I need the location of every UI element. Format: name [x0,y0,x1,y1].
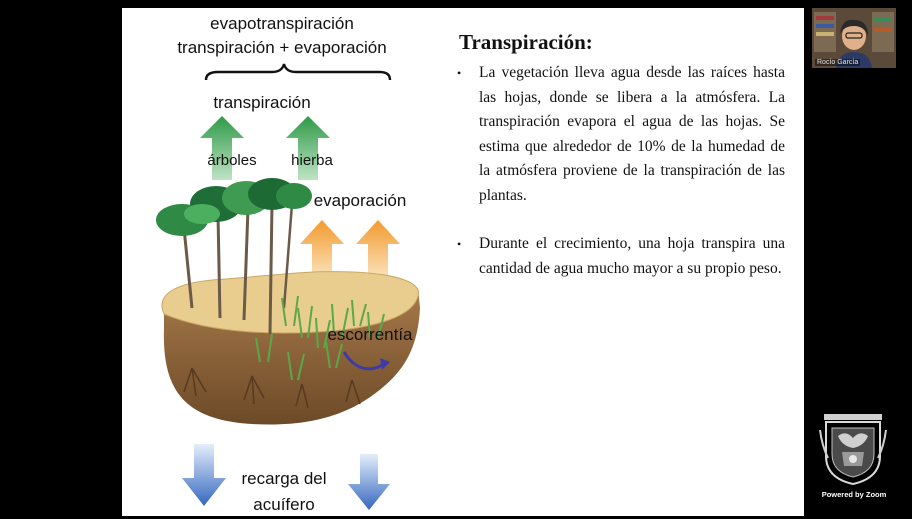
runoff-arrow-icon [342,351,385,371]
brace-icon [204,63,392,81]
evapotranspiracion-label: evapotranspiración [210,14,354,33]
runoff-arrowhead-icon [380,358,390,370]
recharge-arrow-right-icon [348,454,390,510]
evaporation-arrow-right-icon [356,220,400,280]
hierba-label: hierba [291,152,333,169]
recarga-label-line2: acuífero [253,495,314,514]
unam-emblem-icon [819,414,887,486]
presentation-slide: evapotranspiración transpiración + evapo… [122,8,804,516]
participant-video-icon [812,8,896,68]
participant-name: Rocío García [815,59,861,66]
escorrentia-label: escorrentía [327,325,413,344]
slide-title: Transpiración: [459,30,593,54]
slide-text-panel: Transpiración: • La vegetación lleva agu… [455,30,785,281]
bullet-item: • La vegetación lleva agua desde las raí… [455,61,785,208]
transpiration-arrow-trees-icon [200,116,244,180]
evaporacion-label: evaporación [314,191,407,210]
participant-video-tile[interactable]: Rocío García [812,8,896,68]
transpiracion-evaporacion-label: transpiración + evaporación [177,38,386,57]
grass-icon [255,295,385,381]
water-cycle-diagram: evapotranspiración transpiración + evapo… [156,14,420,514]
soil-block-top [161,271,419,334]
bullet-icon: • [457,237,462,251]
roots-icon [183,367,361,409]
powered-by-label: Powered by Zoom [821,490,887,499]
arboles-label: árboles [207,152,256,169]
bullet-item: • Durante el crecimiento, una hoja trans… [455,232,785,281]
evaporation-arrow-left-icon [300,220,344,280]
recarga-label-line1: recarga del [241,469,326,488]
bullet-text: La vegetación lleva agua desde las raíce… [479,64,785,204]
recharge-arrow-left-icon [182,444,226,506]
transpiracion-label: transpiración [213,93,310,112]
bullet-text: Durante el crecimiento, una hoja transpi… [479,235,785,277]
transpiration-arrow-grass-icon [286,116,330,180]
bullet-icon: • [457,66,462,80]
tree-group-icon [156,178,312,335]
